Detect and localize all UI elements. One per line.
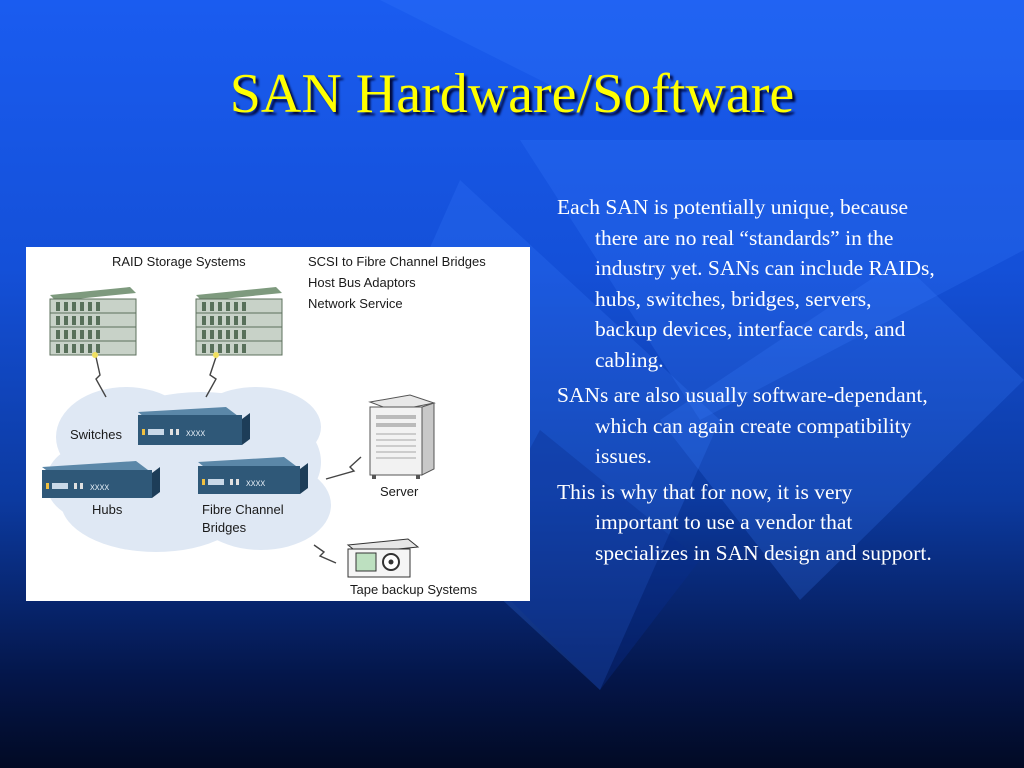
label-network-service: Network Service [308, 296, 403, 311]
label-server: Server [380, 484, 419, 499]
label-switches: Switches [70, 427, 123, 442]
tape-backup-icon [346, 538, 420, 578]
san-diagram-graphic: XXXX XXXX XXXX [42, 254, 486, 597]
label-scsi-bridges: SCSI to Fibre Channel Bridges [308, 254, 486, 269]
label-raid-storage: RAID Storage Systems [112, 254, 246, 269]
hub-device-icon: XXXX [42, 461, 160, 498]
switch-device-label: XXXX [186, 430, 205, 439]
hub-device-label: XXXX [90, 484, 109, 493]
switch-device-icon: XXXX [138, 407, 250, 445]
label-fibre-channel: Fibre Channel [202, 502, 284, 517]
fibre-bridge-device-icon: XXXX [198, 457, 308, 494]
bullet-2: SANs are also usually software-dependant… [557, 383, 928, 468]
bullet-list: Each SAN is potentially unique, because … [557, 192, 937, 573]
label-host-bus-adaptors: Host Bus Adaptors [308, 275, 416, 290]
bullet-3: This is why that for now, it is very imp… [557, 479, 932, 565]
slide-title: SAN Hardware/Software [229, 63, 795, 125]
raid-storage-right-icon [195, 287, 283, 356]
raid-storage-left-icon [49, 287, 137, 356]
label-hubs: Hubs [92, 502, 123, 517]
label-bridges: Bridges [202, 520, 247, 535]
label-tape-backup: Tape backup Systems [350, 582, 478, 597]
san-diagram: XXXX XXXX XXXX [26, 247, 530, 601]
bridge-device-label: XXXX [246, 480, 265, 489]
connection-link-icons [95, 356, 362, 564]
bullet-1: Each SAN is potentially unique, because … [557, 195, 935, 372]
server-icon [368, 394, 436, 479]
